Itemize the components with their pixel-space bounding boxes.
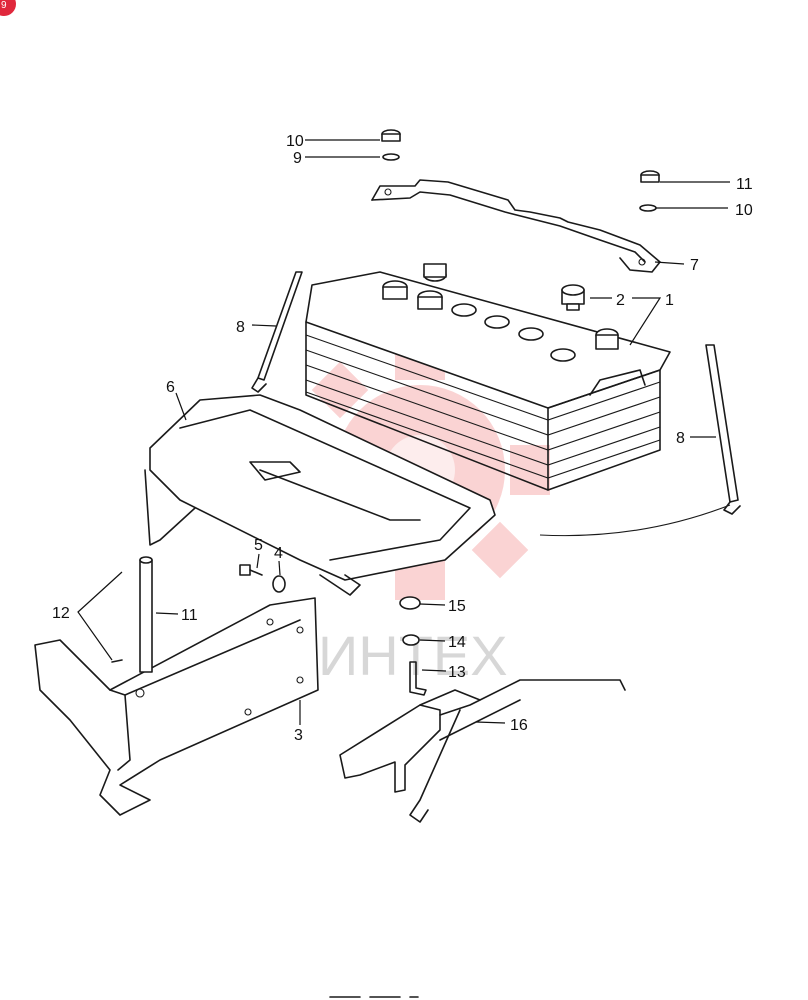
callout-10b: 11 bbox=[736, 176, 753, 193]
callout-9a: 9 bbox=[293, 150, 302, 167]
leader-lines bbox=[77, 139, 730, 725]
j-bolt-left bbox=[251, 271, 303, 393]
callout-2: 2 bbox=[616, 292, 625, 309]
callout-14: 14 bbox=[448, 634, 466, 651]
battery bbox=[305, 263, 671, 491]
callout-11: 11 bbox=[181, 607, 198, 624]
callout-8b: 8 bbox=[676, 430, 685, 447]
frame-bracket bbox=[34, 597, 319, 816]
callouts: 10 9 11 10 7 2 1 8 6 8 5 4 15 14 13 11 1… bbox=[52, 133, 753, 744]
j-bolt-right bbox=[539, 344, 741, 537]
callout-6: 6 bbox=[166, 379, 175, 396]
callout-1: 1 bbox=[665, 292, 674, 309]
callout-15: 15 bbox=[448, 598, 466, 615]
lock-washer bbox=[272, 575, 286, 593]
battery-tray bbox=[144, 394, 496, 596]
callout-13: 13 bbox=[448, 664, 466, 681]
vent-cap bbox=[561, 284, 585, 311]
callout-9b: 10 bbox=[735, 202, 753, 219]
support-brace bbox=[339, 679, 626, 823]
cotter-pin bbox=[111, 659, 123, 663]
callout-8a: 8 bbox=[236, 319, 245, 336]
washer bbox=[402, 634, 420, 646]
callout-10a: 10 bbox=[286, 133, 304, 150]
callout-16: 16 bbox=[510, 717, 528, 734]
hold-down-bracket bbox=[371, 179, 661, 273]
corner-badge: 9 bbox=[0, 0, 16, 16]
rod bbox=[139, 556, 153, 673]
bolt bbox=[239, 564, 263, 576]
wing-nut bbox=[399, 596, 421, 610]
nut-right bbox=[639, 170, 660, 212]
nut-left bbox=[381, 129, 401, 161]
callout-5: 5 bbox=[254, 537, 263, 554]
j-pin bbox=[409, 661, 427, 696]
callout-4: 4 bbox=[274, 545, 283, 562]
callout-7: 7 bbox=[690, 257, 699, 274]
corner-badge-text: 9 bbox=[1, 0, 7, 11]
watermark-text: ИНТЕХ bbox=[318, 624, 508, 687]
callout-12: 12 bbox=[52, 605, 70, 622]
callout-3: 3 bbox=[294, 727, 303, 744]
